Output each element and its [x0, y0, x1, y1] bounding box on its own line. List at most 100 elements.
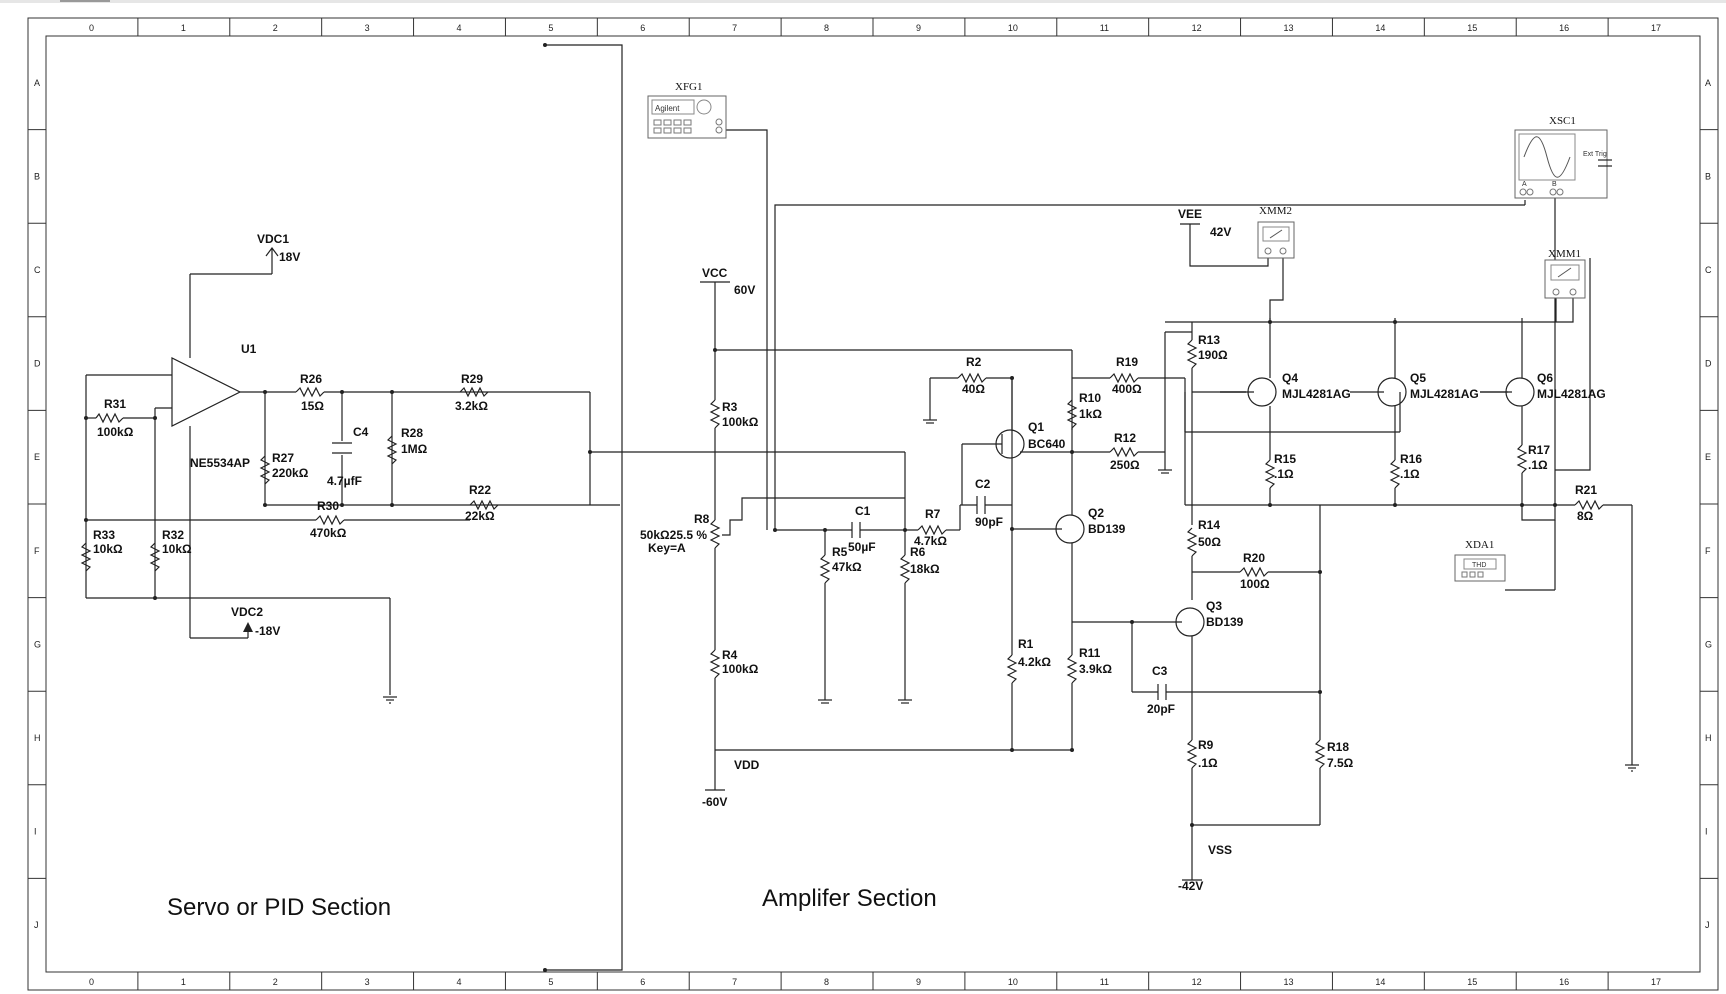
ruler-row-left: J — [34, 920, 39, 930]
r1-value: 4.2kΩ — [1018, 655, 1051, 669]
q3-part: BD139 — [1206, 615, 1244, 629]
vss-label: VSS — [1208, 843, 1232, 857]
q5-ref: Q5 — [1410, 371, 1426, 385]
r31-value: 100kΩ — [97, 425, 134, 439]
r17-value: .1Ω — [1528, 458, 1548, 472]
r17-ref: R17 — [1528, 443, 1550, 457]
r7-value: 4.7kΩ — [914, 534, 947, 548]
ruler-col-bottom: 6 — [640, 977, 645, 987]
ruler-row-left: D — [34, 359, 41, 369]
ruler-col-top: 6 — [640, 23, 645, 33]
r21-value: 8Ω — [1577, 509, 1594, 523]
xsc1-ext-trig: Ext Trig — [1583, 151, 1607, 158]
r33-ref: R33 — [93, 528, 115, 542]
r29-value: 3.2kΩ — [455, 399, 488, 413]
ruler-col-bottom: 14 — [1375, 977, 1385, 987]
vdc1-label: VDC1 — [257, 232, 289, 246]
q2-ref: Q2 — [1088, 506, 1104, 520]
r27-ref: R27 — [272, 451, 294, 465]
r1-ref: R1 — [1018, 637, 1034, 651]
ruler-col-top: 5 — [548, 23, 553, 33]
oscilloscope-xsc1[interactable]: Ext Trig A B — [1514, 129, 1612, 199]
ruler-col-top: 16 — [1559, 23, 1569, 33]
ruler-col-top: 1 — [181, 23, 186, 33]
ruler-row-left: H — [34, 733, 41, 743]
ruler-row-left: A — [34, 78, 40, 88]
r13-ref: R13 — [1198, 333, 1220, 347]
r20-ref: R20 — [1243, 551, 1265, 565]
ruler-col-top: 2 — [273, 23, 278, 33]
ruler-col-bottom: 17 — [1651, 977, 1661, 987]
sheet-inner-frame — [45, 35, 1701, 973]
vdc2-label: VDC2 — [231, 605, 263, 619]
vee-label: VEE — [1178, 207, 1202, 221]
xmm2-label: XMM2 — [1259, 205, 1292, 217]
ruler-col-top: 7 — [732, 23, 737, 33]
r19-ref: R19 — [1116, 355, 1138, 369]
xsc1-b: B — [1552, 181, 1557, 188]
servo-section-title: Servo or PID Section — [167, 894, 391, 921]
r9-value: .1Ω — [1198, 756, 1218, 770]
r4-ref: R4 — [722, 648, 738, 662]
distortion-analyzer-xda1[interactable]: THD — [1454, 554, 1506, 582]
ruler-col-bottom: 15 — [1467, 977, 1477, 987]
xfg1-brand: Agilent — [655, 104, 680, 113]
servo-wiring — [80, 247, 906, 704]
ruler-col-bottom: 4 — [457, 977, 462, 987]
u1-label: U1 — [241, 342, 257, 356]
r21-ref: R21 — [1575, 483, 1597, 497]
amplifier-wiring — [700, 129, 1639, 881]
r19-value: 400Ω — [1112, 382, 1142, 396]
vee-value: 42V — [1210, 225, 1231, 239]
xfg1-label: XFG1 — [675, 81, 703, 93]
q6-ref: Q6 — [1537, 371, 1553, 385]
multimeter-xmm1[interactable] — [1544, 259, 1586, 299]
c4-ref: C4 — [353, 425, 369, 439]
c3-value: 20pF — [1147, 702, 1175, 716]
ruler-col-bottom: 13 — [1284, 977, 1294, 987]
r15-value: .1Ω — [1274, 467, 1294, 481]
xda1-label: XDA1 — [1465, 539, 1494, 551]
ruler-col-top: 0 — [89, 23, 94, 33]
r12-ref: R12 — [1114, 431, 1136, 445]
ruler-row-right: B — [1705, 171, 1711, 181]
ruler-col-bottom: 8 — [824, 977, 829, 987]
c2-value: 90pF — [975, 515, 1003, 529]
ruler-row-right: G — [1705, 639, 1712, 649]
ruler-col-bottom: 3 — [365, 977, 370, 987]
ruler-col-bottom: 1 — [181, 977, 186, 987]
c1-value: 50µF — [848, 540, 876, 554]
q2-part: BD139 — [1088, 522, 1126, 536]
q1-ref: Q1 — [1028, 420, 1044, 434]
ruler-col-top: 14 — [1375, 23, 1385, 33]
r26-ref: R26 — [300, 372, 322, 386]
r32-ref: R32 — [162, 528, 184, 542]
xmm1-label: XMM1 — [1548, 248, 1581, 260]
r16-ref: R16 — [1400, 452, 1422, 466]
r14-ref: R14 — [1198, 518, 1220, 532]
ruler-col-top: 15 — [1467, 23, 1477, 33]
window-top-strip — [0, 0, 1726, 3]
r3-value: 100kΩ — [722, 415, 759, 429]
q1-part: BC640 — [1028, 437, 1066, 451]
sheet-ruler: 0011223344556677889910101111121213131414… — [28, 18, 1718, 990]
q6-part: MJL4281AG — [1537, 387, 1606, 401]
r9-ref: R9 — [1198, 738, 1214, 752]
r30-ref: R30 — [317, 499, 339, 513]
ruler-col-top: 4 — [457, 23, 462, 33]
r2-value: 40Ω — [962, 382, 985, 396]
ruler-col-bottom: 16 — [1559, 977, 1569, 987]
r12-value: 250Ω — [1110, 458, 1140, 472]
u1-part: NE5534AP — [190, 456, 250, 470]
r8-key: Key=A — [648, 541, 686, 555]
r28-ref: R28 — [401, 426, 423, 440]
r10-value: 1kΩ — [1079, 407, 1102, 421]
function-generator-xfg1[interactable]: Agilent — [647, 95, 727, 139]
ruler-row-right: C — [1705, 265, 1712, 275]
q3-ref: Q3 — [1206, 599, 1222, 613]
ruler-row-left: B — [34, 171, 40, 181]
ruler-row-left: I — [34, 827, 37, 837]
multimeter-xmm2[interactable] — [1257, 221, 1295, 259]
r18-ref: R18 — [1327, 740, 1349, 754]
vdc1-value: 18V — [279, 250, 300, 264]
